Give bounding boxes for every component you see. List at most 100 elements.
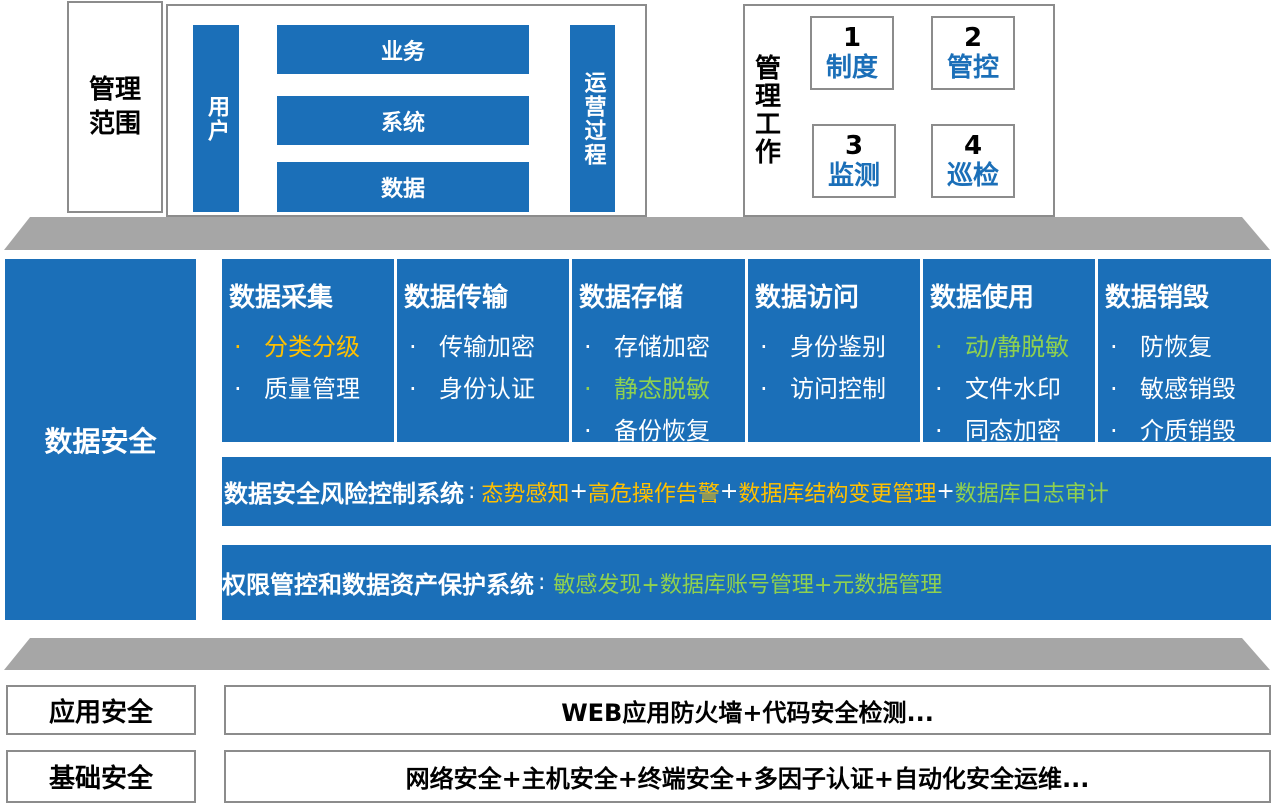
- lifecycle-item-text: 防恢复: [1140, 333, 1212, 361]
- lifecycle-item: ·防恢复: [1110, 327, 1212, 362]
- lifecycle-item: · 静态脱敏: [584, 369, 710, 404]
- lifecycle-item: · 敏感销毁: [1110, 369, 1236, 404]
- lifecycle-column-title: 数据存储: [579, 283, 684, 313]
- data-security-label-box: 数据安全: [5, 259, 196, 620]
- lifecycle-item: · 身份鉴别: [760, 327, 886, 362]
- management-scope-label: 管理 范围: [88, 75, 141, 139]
- bullet-dot: ·: [234, 333, 242, 361]
- bullet-dot: ·: [935, 333, 943, 361]
- lifecycle-item-text: 备份恢复: [614, 417, 710, 445]
- separator-bottom-shape: [4, 638, 1270, 670]
- bullet-dot: ·: [234, 375, 242, 403]
- app-security-content: WEB应用防火墙+代码安全检测...: [561, 698, 934, 727]
- bullet-dot: ·: [1110, 375, 1118, 403]
- management-work-label: 管理工作: [750, 54, 781, 166]
- lifecycle-item-text: 分类分级: [264, 333, 360, 361]
- base-security-label-box: 基础安全: [6, 750, 196, 803]
- work-item-2: 2 管控: [931, 16, 1015, 90]
- lifecycle-item-text: 存储加密: [614, 333, 710, 361]
- risk-part-1: 态势感知: [481, 481, 570, 507]
- layer-business: 业务: [277, 25, 529, 74]
- lifecycle-item: · 分类分级: [234, 327, 360, 362]
- bullet-dot: ·: [409, 333, 417, 361]
- work-item-2-num: 2: [963, 23, 983, 53]
- work-item-3-num: 3: [844, 131, 864, 161]
- risk-plus-1: +: [569, 479, 588, 504]
- lifecycle-item: ·存储加密: [584, 327, 710, 362]
- lifecycle-item-text: 质量管理: [264, 375, 360, 403]
- lifecycle-column-title: 数据访问: [755, 283, 860, 313]
- separator-top: [4, 217, 1270, 250]
- risk-control-title: 数据安全风险控制系统: [224, 480, 464, 508]
- ops-process-block: 运营过程: [570, 25, 615, 212]
- work-item-4-text: 巡检: [946, 161, 999, 191]
- lifecycle-column: 数据使用 · 动/静脱敏 · 文件水印 · 同态加密: [923, 259, 1095, 445]
- work-item-3: 3 监测: [812, 124, 896, 198]
- management-work-label-wrap: 管理工作: [748, 40, 784, 180]
- layer-data: 数据: [277, 162, 529, 212]
- lifecycle-item: · 质量管理: [234, 369, 360, 404]
- lifecycle-item: · 身份认证: [409, 369, 535, 404]
- permission-colon: :: [538, 570, 546, 595]
- lifecycle-column-title: 数据采集: [229, 283, 334, 313]
- lifecycle-column-title: 数据使用: [930, 283, 1035, 313]
- lifecycle-column: 数据采集 · 分类分级 · 质量管理: [222, 259, 394, 442]
- layer-system-label: 系统: [380, 110, 425, 136]
- layer-system: 系统: [277, 96, 529, 145]
- lifecycle-item-text: 同态加密: [965, 417, 1061, 445]
- layer-business-label: 业务: [380, 39, 425, 65]
- lifecycle-item: · 访问控制: [760, 369, 886, 404]
- risk-part-2: 高危操作告警: [587, 481, 720, 507]
- lifecycle-item-text: 动/静脱敏: [965, 333, 1070, 361]
- work-item-1-text: 制度: [825, 53, 878, 83]
- bullet-dot: ·: [584, 417, 592, 445]
- layer-data-label: 数据: [380, 177, 425, 202]
- lifecycle-item-text: 文件水印: [965, 375, 1061, 403]
- bullet-dot: ·: [760, 375, 768, 403]
- user-block: 用户: [193, 25, 239, 212]
- permission-band: 权限管控和数据资产保护系统 : 敏感发现+数据库账号管理+元数据管理: [222, 545, 1271, 620]
- data-security-label: 数据安全: [44, 424, 157, 458]
- work-item-3-text: 监测: [827, 161, 880, 191]
- bullet-dot: ·: [584, 375, 592, 403]
- work-item-2-text: 管控: [946, 53, 999, 83]
- risk-part-3: 数据库结构变更管理: [738, 481, 937, 507]
- bullet-dot: ·: [935, 375, 943, 403]
- lifecycle-item: · 备份恢复: [584, 411, 710, 446]
- lifecycle-item: · 动/静脱敏: [935, 327, 1069, 362]
- work-item-1-num: 1: [842, 23, 862, 53]
- risk-plus-2: +: [719, 479, 739, 504]
- lifecycle-item-text: 身份鉴别: [790, 333, 886, 361]
- lifecycle-item-text: 敏感销毁: [1140, 375, 1236, 403]
- lifecycle-item-text: 传输加密: [439, 333, 535, 361]
- lifecycle-item: · 传输加密: [409, 327, 535, 362]
- bullet-dot: ·: [760, 333, 768, 361]
- risk-control-colon: :: [468, 479, 476, 504]
- lifecycle-item: · 文件水印: [935, 369, 1061, 404]
- bullet-dot: ·: [1110, 417, 1118, 445]
- app-security-label: 应用安全: [48, 697, 153, 728]
- permission-title: 权限管控和数据资产保护系统: [222, 571, 534, 599]
- ops-process-label: 运营过程: [580, 70, 606, 167]
- lifecycle-column: 数据存储 ·存储加密 · 静态脱敏 · 备份恢复: [572, 259, 745, 445]
- management-scope-label-box: 管理 范围: [67, 1, 163, 213]
- user-label: 用户: [204, 94, 229, 143]
- lifecycle-column-title: 数据传输: [404, 283, 509, 313]
- base-security-content: 网络安全+主机安全+终端安全+多因子认证+自动化安全运维...: [405, 765, 1090, 793]
- lifecycle-column: 数据销毁 ·防恢复 · 敏感销毁 · 介质销毁: [1098, 259, 1271, 445]
- risk-control-band: 数据安全风险控制系统 : 态势感知 + 高危操作告警 + 数据库结构变更管理 +…: [222, 457, 1271, 526]
- lifecycle-column-title: 数据销毁: [1105, 283, 1210, 313]
- app-security-label-box: 应用安全: [6, 685, 196, 735]
- lifecycle-item-text: 身份认证: [439, 375, 535, 403]
- lifecycle-item-text: 介质销毁: [1140, 417, 1236, 445]
- base-security-label: 基础安全: [48, 764, 153, 794]
- lifecycle-item: · 同态加密: [935, 411, 1061, 446]
- risk-plus-3: +: [936, 479, 955, 504]
- risk-part-4: 数据库日志审计: [954, 481, 1109, 507]
- separator-bottom: [4, 638, 1270, 670]
- bullet-dot: ·: [409, 375, 417, 403]
- lifecycle-item-text: 访问控制: [790, 375, 886, 403]
- lifecycle-item-text: 静态脱敏: [614, 375, 710, 403]
- bullet-dot: ·: [935, 417, 943, 445]
- permission-text: 敏感发现+数据库账号管理+元数据管理: [553, 572, 943, 598]
